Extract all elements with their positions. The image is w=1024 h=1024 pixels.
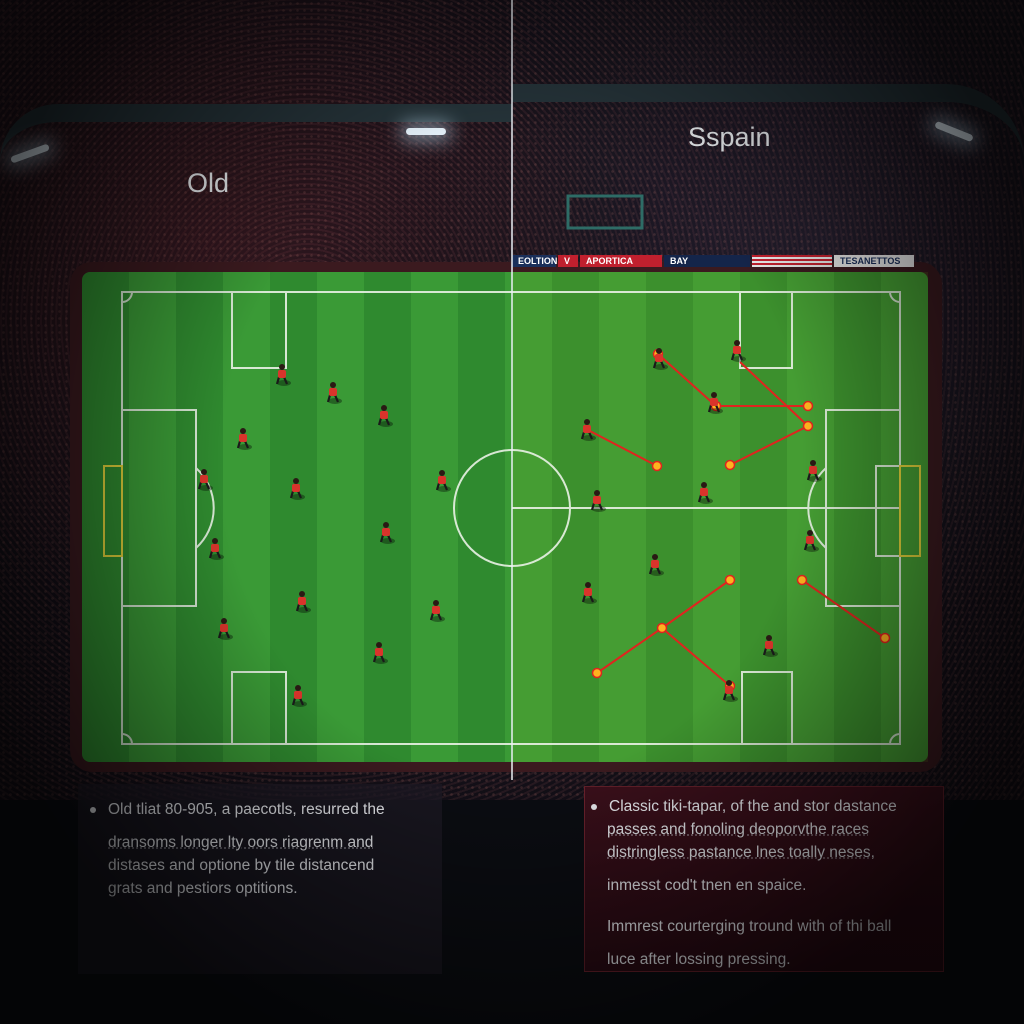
player-icon [722, 680, 738, 702]
pass-node [651, 460, 663, 472]
pass-node [879, 632, 891, 644]
pass-node [802, 400, 814, 412]
player-icon [648, 554, 664, 576]
bullet-icon [90, 807, 96, 813]
description-line: passes and fonoling deoporvthe races [607, 821, 869, 838]
pass-line [661, 579, 731, 629]
pass-line [661, 627, 731, 687]
player-icon [590, 490, 606, 512]
player-icon [652, 348, 668, 370]
player-icon [197, 469, 213, 491]
pass-line [587, 429, 658, 467]
pass-line [596, 627, 663, 674]
player-icon [372, 642, 388, 664]
player-icon [379, 522, 395, 544]
player-icon [435, 470, 451, 492]
pass-line [801, 579, 886, 639]
pass-node [591, 667, 603, 679]
pass-node [724, 574, 736, 586]
pass-node [796, 574, 808, 586]
description-line: distases and optione by tile distancend [108, 857, 375, 874]
player-icon [236, 428, 252, 450]
player-icon [580, 419, 596, 441]
left-title: Old [187, 168, 230, 198]
pass-line [739, 361, 809, 427]
right-title: Sspain [688, 122, 771, 152]
pass-line [729, 425, 809, 466]
description-line: distringless pastance lnes toally neses, [607, 844, 875, 861]
description-line: inmesst cod't tnen en spaice. [607, 877, 807, 894]
player-icon [581, 582, 597, 604]
player-icon [326, 382, 342, 404]
pass-node [656, 622, 668, 634]
pass-node [724, 459, 736, 471]
split-divider [511, 0, 513, 780]
player-icon [806, 460, 822, 482]
player-icon [730, 340, 746, 362]
player-icon [707, 392, 723, 414]
description-line: luce after lossing pressing. [607, 951, 791, 968]
description-line: Immrest courterging tround with of thi b… [607, 918, 892, 935]
player-icon [295, 591, 311, 613]
right-description-panel: Classic tiki-tapar, of the and stor dast… [584, 786, 944, 972]
player-icon [291, 685, 307, 707]
player-icon [217, 618, 233, 640]
left-description-panel: Old tliat 80-905, a paecotls, resurred t… [78, 784, 442, 974]
player-icon [208, 538, 224, 560]
pass-node [802, 420, 814, 432]
description-line: Old tliat 80-905, a paecotls, resurred t… [108, 801, 385, 818]
player-icon [762, 635, 778, 657]
description-line: dransoms longer lty oors riagrenm and [108, 834, 374, 851]
player-icon [275, 364, 291, 386]
player-icon [289, 478, 305, 500]
player-icon [429, 600, 445, 622]
player-icon [377, 405, 393, 427]
bullet-icon [591, 804, 597, 810]
pass-line [657, 353, 717, 407]
description-line: grats and pestiors optitions. [108, 880, 298, 897]
player-icon [803, 530, 819, 552]
passing-network [587, 348, 891, 692]
player-icon [697, 482, 713, 504]
description-line: Classic tiki-tapar, of the and stor dast… [609, 798, 897, 815]
